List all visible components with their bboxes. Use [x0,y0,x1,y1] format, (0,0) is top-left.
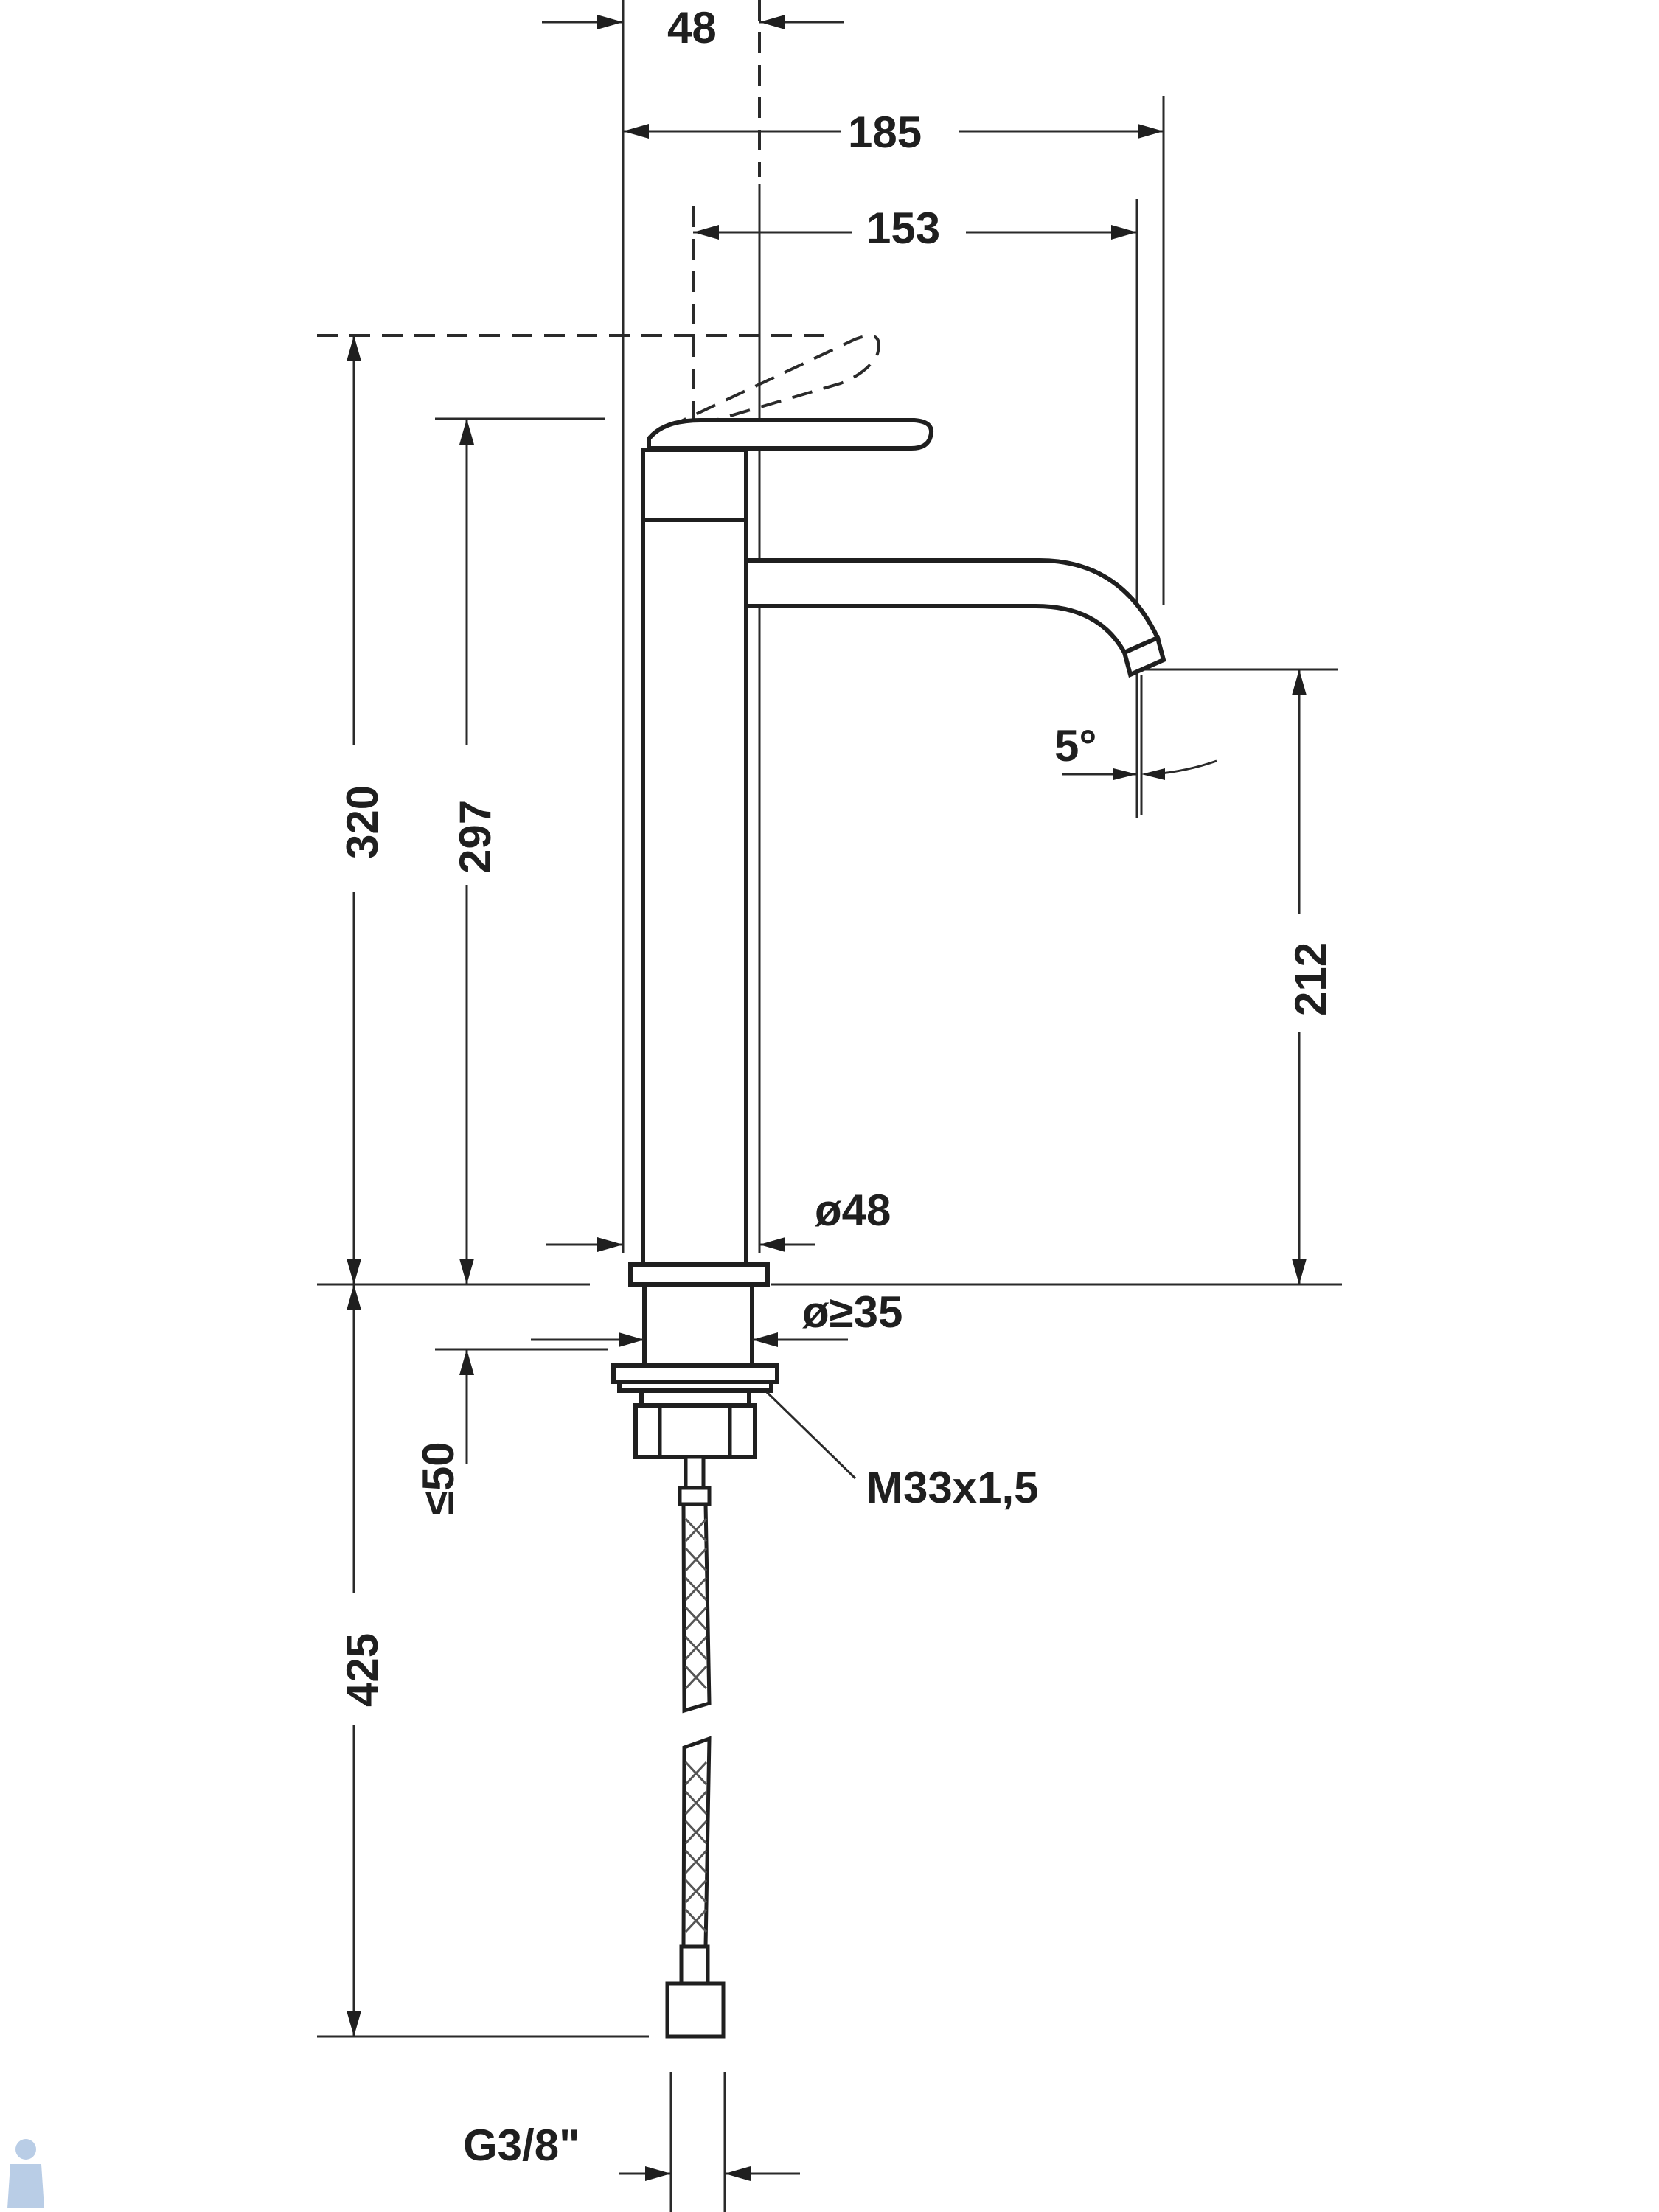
dim-lever-height: 297 [451,800,500,874]
centerlines [317,0,833,1467]
dim-outlet-height: 212 [1286,942,1335,1016]
dim-hose-connection: G3/8" [463,2121,580,2170]
supply-hose [665,1455,726,2039]
dim-hole-diameter: ø≥35 [802,1287,902,1337]
faucet-body [641,334,1166,1267]
dim-top-width: 48 [667,3,717,52]
dim-spout-reach: 153 [866,204,940,253]
dim-total-width: 185 [848,108,922,157]
dim-spout-angle: 5° [1054,721,1096,771]
dim-thread: M33x1,5 [866,1463,1039,1512]
watermark-icon [7,2139,44,2208]
dim-hose-length: 425 [338,1633,387,1707]
dim-counter-thickness: ≤50 [414,1441,463,1515]
extension-lines [317,0,1342,2212]
dimension-labels: 48 185 153 320 297 212 5° ø48 ø≥35 ≤50 M… [338,3,1335,2170]
dimension-lines [347,15,1307,2181]
mounting-hardware [611,1262,779,1459]
dim-total-height: 320 [338,785,387,859]
dim-body-diameter: ø48 [815,1186,891,1235]
